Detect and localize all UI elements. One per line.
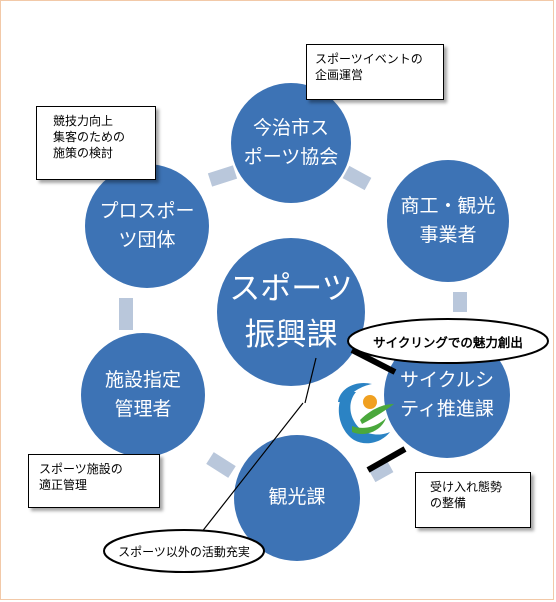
center-label: スポーツ 振興課 xyxy=(229,270,353,354)
node-circle-shisetsu xyxy=(81,333,205,457)
node-circle-cycle xyxy=(384,332,510,458)
oval-cycling-label: サイクリングでの魅力創出 xyxy=(373,334,523,350)
node-circle-kanko xyxy=(234,435,360,561)
oval-other-label: スポーツ以外の活動充実 xyxy=(118,544,250,559)
node-label-cycle: サイクルシ ティ推進課 xyxy=(399,368,495,420)
connector-imabari-shoko xyxy=(342,165,372,191)
pointer-other-top xyxy=(304,357,317,404)
ring-connectors xyxy=(119,165,467,483)
node-label-kanko: 観光課 xyxy=(268,486,326,509)
node-label-imabari: 今治市ス ポーツ協会 xyxy=(243,116,339,168)
pointer-lines xyxy=(189,357,317,548)
node-label-shisetsu: 施設指定 管理者 xyxy=(104,368,181,420)
pointer-other-long xyxy=(189,402,304,548)
connector-pro-imabari xyxy=(207,165,238,187)
note-ukeire: 受け入れ態勢 の整備 xyxy=(415,472,531,528)
node-label-shoko: 商工・観光 事業者 xyxy=(400,194,496,246)
cycle-city-logo xyxy=(338,382,394,444)
note-kyogi: 競技力向上 集客のための 施策の検討 xyxy=(36,106,156,180)
bar-upper xyxy=(350,347,397,375)
connector-bars xyxy=(350,347,407,473)
connector-shisetsu-kanko xyxy=(206,452,236,478)
node-label-pro: プロスポー ツ団体 xyxy=(99,199,195,251)
node-circle-shoko xyxy=(387,160,509,282)
node-circle-pro xyxy=(85,164,209,288)
connector-cycle-kanko xyxy=(368,459,394,483)
bar-lower xyxy=(366,446,407,473)
note-event: スポーツイベントの 企画運営 xyxy=(306,44,444,100)
oval-cycling-shape xyxy=(347,318,549,364)
center-circle xyxy=(217,238,365,386)
node-circle-imabari xyxy=(231,83,351,203)
note-shisetsu: スポーツ施設の 適正管理 xyxy=(28,454,160,508)
circles xyxy=(81,83,510,561)
oval-other-shape xyxy=(103,529,265,573)
